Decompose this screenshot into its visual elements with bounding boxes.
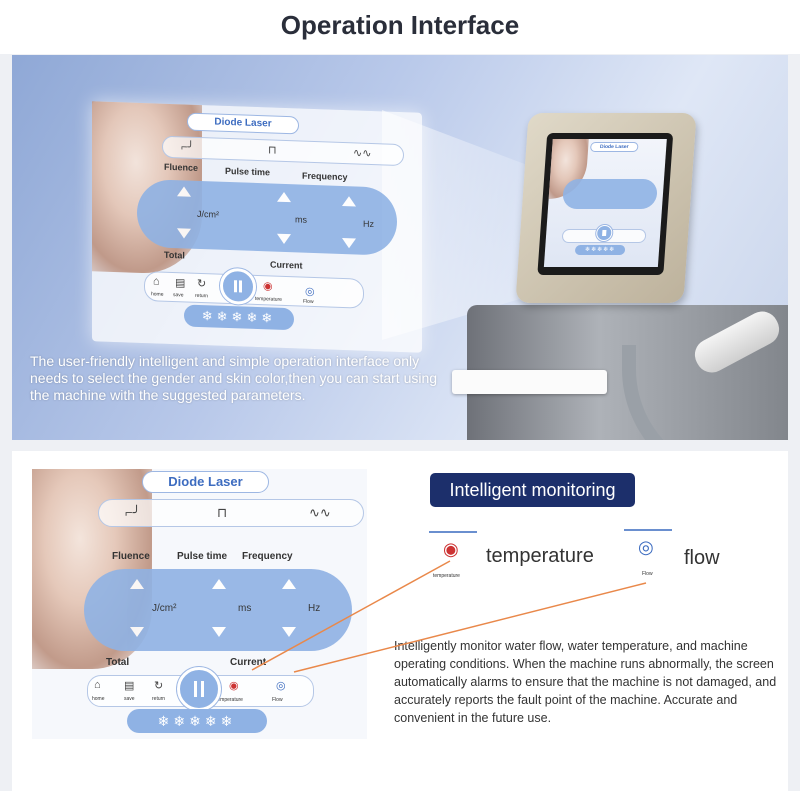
flow-icon[interactable]: ◎ <box>305 285 315 299</box>
pulse-up-button[interactable] <box>277 191 291 203</box>
fluence-down-button[interactable] <box>130 627 144 637</box>
projected-screen: Diode Laser ⌐╯ ⊓ ∿∿ Fluence Pulse time F… <box>92 101 422 353</box>
pulse-unit: ms <box>295 214 307 225</box>
nav-return-label: return <box>195 292 209 300</box>
temperature-icon: ◉ <box>443 539 459 559</box>
fluence-unit: J/cm² <box>152 603 177 614</box>
pulse-down-button[interactable] <box>212 627 226 637</box>
hero-description: The user-friendly intelligent and simple… <box>30 353 438 403</box>
return-icon[interactable]: ↻ <box>197 277 207 291</box>
label-frequency: Frequency <box>302 170 348 183</box>
monitoring-badge: Intelligent monitoring <box>430 473 635 507</box>
frequency-unit: Hz <box>363 218 374 230</box>
parameter-control-area: J/cm² ms Hz <box>84 569 352 651</box>
fluence-up-button[interactable] <box>130 579 144 589</box>
nav-return-label: return <box>152 696 166 702</box>
device-cooling-bar: ❄❄❄❄❄ <box>574 245 626 255</box>
device-screen-title: Diode Laser <box>589 142 639 152</box>
label-current: Current <box>230 657 267 668</box>
pulse-icon: ⊓ <box>217 505 228 520</box>
mode-icons-row: ⌐╯ ⊓ ∿∿ <box>98 499 364 527</box>
flow-card: ◎ Flow <box>624 529 672 581</box>
temperature-caption: temperature <box>433 573 460 579</box>
label-current: Current <box>270 259 303 271</box>
frequency-icon: ∿∿ <box>353 147 372 160</box>
label-frequency: Frequency <box>242 551 293 562</box>
home-icon[interactable]: ⌂ <box>94 679 101 691</box>
page-title: Operation Interface <box>0 0 800 54</box>
label-total: Total <box>164 249 185 261</box>
nav-temperature-label: temperature <box>216 697 243 703</box>
return-icon[interactable]: ↻ <box>154 680 164 692</box>
label-fluence: Fluence <box>112 551 150 562</box>
device-param-area <box>561 179 659 209</box>
temperature-icon[interactable]: ◉ <box>229 680 239 692</box>
interface-screenshot: Diode Laser ⌐╯ ⊓ ∿∿ Fluence Pulse time F… <box>32 469 367 739</box>
device-screen: Diode Laser ❄❄❄❄❄ <box>537 133 674 275</box>
fluence-icon: ⌐╯ <box>125 505 141 520</box>
temperature-label: temperature <box>486 545 594 567</box>
flow-caption: Flow <box>642 571 653 577</box>
fluence-unit: J/cm² <box>197 208 219 220</box>
label-fluence: Fluence <box>164 161 199 173</box>
cooling-level-bar[interactable]: ❄❄❄❄❄ <box>127 709 267 733</box>
frequency-down-button[interactable] <box>282 627 296 637</box>
home-icon[interactable]: ⌂ <box>153 275 160 288</box>
frequency-up-button[interactable] <box>342 195 356 207</box>
temperature-card: ◉ temperature <box>429 531 477 583</box>
flow-icon: ◎ <box>638 537 654 557</box>
label-total: Total <box>106 657 130 668</box>
monitoring-section: Diode Laser ⌐╯ ⊓ ∿∿ Fluence Pulse time F… <box>12 451 788 791</box>
frequency-down-button[interactable] <box>342 237 356 249</box>
nav-save-label: save <box>173 292 184 299</box>
hero-banner: Diode Laser ⌐╯ ⊓ ∿∿ Fluence Pulse time F… <box>12 55 788 440</box>
nav-home-label: home <box>92 696 105 702</box>
screen-title: Diode Laser <box>142 471 269 493</box>
pulse-up-button[interactable] <box>212 579 226 589</box>
pulse-icon: ⊓ <box>268 144 277 157</box>
pulse-down-button[interactable] <box>277 233 291 245</box>
fluence-up-button[interactable] <box>177 186 191 197</box>
flow-icon[interactable]: ◎ <box>276 680 286 692</box>
screen-title: Diode Laser <box>187 112 299 135</box>
nav-flow-label: Flow <box>272 697 283 703</box>
frequency-up-button[interactable] <box>282 579 296 589</box>
device-monitor: Diode Laser ❄❄❄❄❄ <box>515 113 697 303</box>
save-icon[interactable]: ▤ <box>124 680 135 692</box>
frequency-unit: Hz <box>308 603 321 614</box>
parameter-control-area: J/cm² ms Hz <box>137 178 397 256</box>
save-icon[interactable]: ▤ <box>175 277 186 290</box>
cooling-level-bar[interactable]: ❄❄❄❄❄ <box>184 304 294 331</box>
temperature-icon[interactable]: ◉ <box>263 280 273 293</box>
nav-flow-label: Flow <box>303 298 314 305</box>
pulse-unit: ms <box>238 603 252 614</box>
nav-home-label: home <box>151 291 164 298</box>
pause-button[interactable] <box>220 267 256 305</box>
label-pulse-time: Pulse time <box>177 551 228 562</box>
monitoring-description: Intelligently monitor water flow, water … <box>394 639 777 725</box>
flow-label: flow <box>684 547 720 569</box>
fluence-down-button[interactable] <box>177 228 191 239</box>
callout-lines <box>251 560 647 673</box>
pause-button[interactable] <box>177 667 221 711</box>
frequency-icon: ∿∿ <box>309 505 331 520</box>
temperature-callout-line <box>251 560 451 671</box>
nav-save-label: save <box>124 696 135 702</box>
nav-temperature-label: temperature <box>255 295 282 303</box>
flow-callout-line <box>293 582 647 673</box>
device-handle-bar <box>452 370 607 394</box>
label-pulse-time: Pulse time <box>225 165 271 178</box>
device-screen-ui: Diode Laser ❄❄❄❄❄ <box>543 139 667 267</box>
fluence-icon: ⌐╯ <box>181 141 195 154</box>
